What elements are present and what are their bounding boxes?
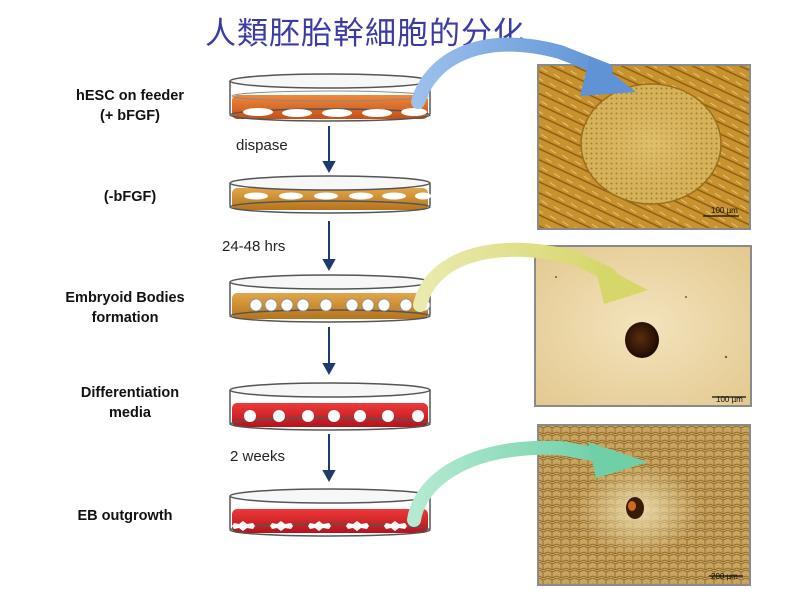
- micrograph-embryoid-body: 100 µm: [534, 245, 752, 407]
- petri-dish-2: [229, 175, 431, 214]
- down-arrow: [322, 126, 336, 174]
- stage-label-hesc: hESC on feeder (+ bFGF): [76, 88, 184, 124]
- micrograph-hesc-colony: 100 µm: [537, 64, 751, 230]
- outgrowth-cells: [308, 521, 331, 531]
- embryoid-body: [354, 410, 366, 422]
- cell-colony: [243, 108, 273, 116]
- embryoid-body: [280, 298, 294, 312]
- cell-colony: [349, 192, 373, 200]
- hesc-colony-texture: [539, 66, 749, 228]
- scale-bar-label: 100 µm: [716, 395, 743, 404]
- petri-dish-3: [229, 274, 431, 323]
- embryoid-body: [361, 298, 375, 312]
- stage-label-differentiation: Differentiation media: [80, 385, 180, 421]
- embryoid-body: [249, 298, 263, 312]
- embryoid-body: [412, 410, 424, 422]
- cell-colony: [282, 109, 312, 117]
- petri-dish-5: [229, 488, 431, 537]
- down-arrow: [322, 327, 336, 376]
- stage-label-minus-bfgf: (-bFGF): [103, 189, 157, 205]
- embryoid-body: [273, 410, 285, 422]
- down-arrow: [322, 434, 336, 483]
- petri-dish-4: [229, 382, 431, 431]
- embryoid-body: [296, 298, 310, 312]
- curved-arrow-blue: [411, 37, 636, 109]
- cell-colony: [362, 109, 392, 117]
- embryoid-body: [399, 298, 413, 312]
- down-arrow: [322, 221, 336, 272]
- embryoid-body: [244, 410, 256, 422]
- cell-colony: [314, 192, 338, 200]
- cell-colony: [382, 192, 406, 200]
- outgrowth-cells: [346, 521, 369, 531]
- cell-colony: [415, 192, 431, 200]
- embryoid-body: [302, 410, 314, 422]
- curved-arrow-mint: [407, 440, 648, 527]
- cell-colony: [322, 109, 352, 117]
- outgrowth-cells: [270, 521, 293, 531]
- embryoid-body: [345, 298, 359, 312]
- embryoid-body: [319, 298, 333, 312]
- scale-bar-label: 100 µm: [711, 206, 738, 215]
- petri-dish-1: [229, 73, 431, 122]
- embryoid-body: [382, 410, 394, 422]
- cell-colony: [279, 192, 303, 200]
- transition-label-2-weeks: 2 weeks: [230, 448, 286, 465]
- stage-label-embryoid-bodies: Embryoid Bodies formation: [65, 290, 185, 326]
- embryoid-body-texture: [536, 247, 750, 405]
- embryoid-body: [264, 298, 278, 312]
- cell-colony: [401, 108, 427, 116]
- curved-arrow-yellow: [413, 242, 648, 312]
- cell-colony: [244, 192, 268, 200]
- transition-label-dispase: dispase: [236, 137, 288, 154]
- embryoid-body: [377, 298, 391, 312]
- scale-bar-label: 200 µm: [711, 572, 738, 581]
- outgrowth-cells: [384, 521, 407, 531]
- transition-label-24-48-hrs: 24-48 hrs: [222, 238, 286, 255]
- stage-label-eb-outgrowth: EB outgrowth: [77, 508, 173, 524]
- embryoid-body: [328, 410, 340, 422]
- outgrowth-cells: [232, 521, 255, 531]
